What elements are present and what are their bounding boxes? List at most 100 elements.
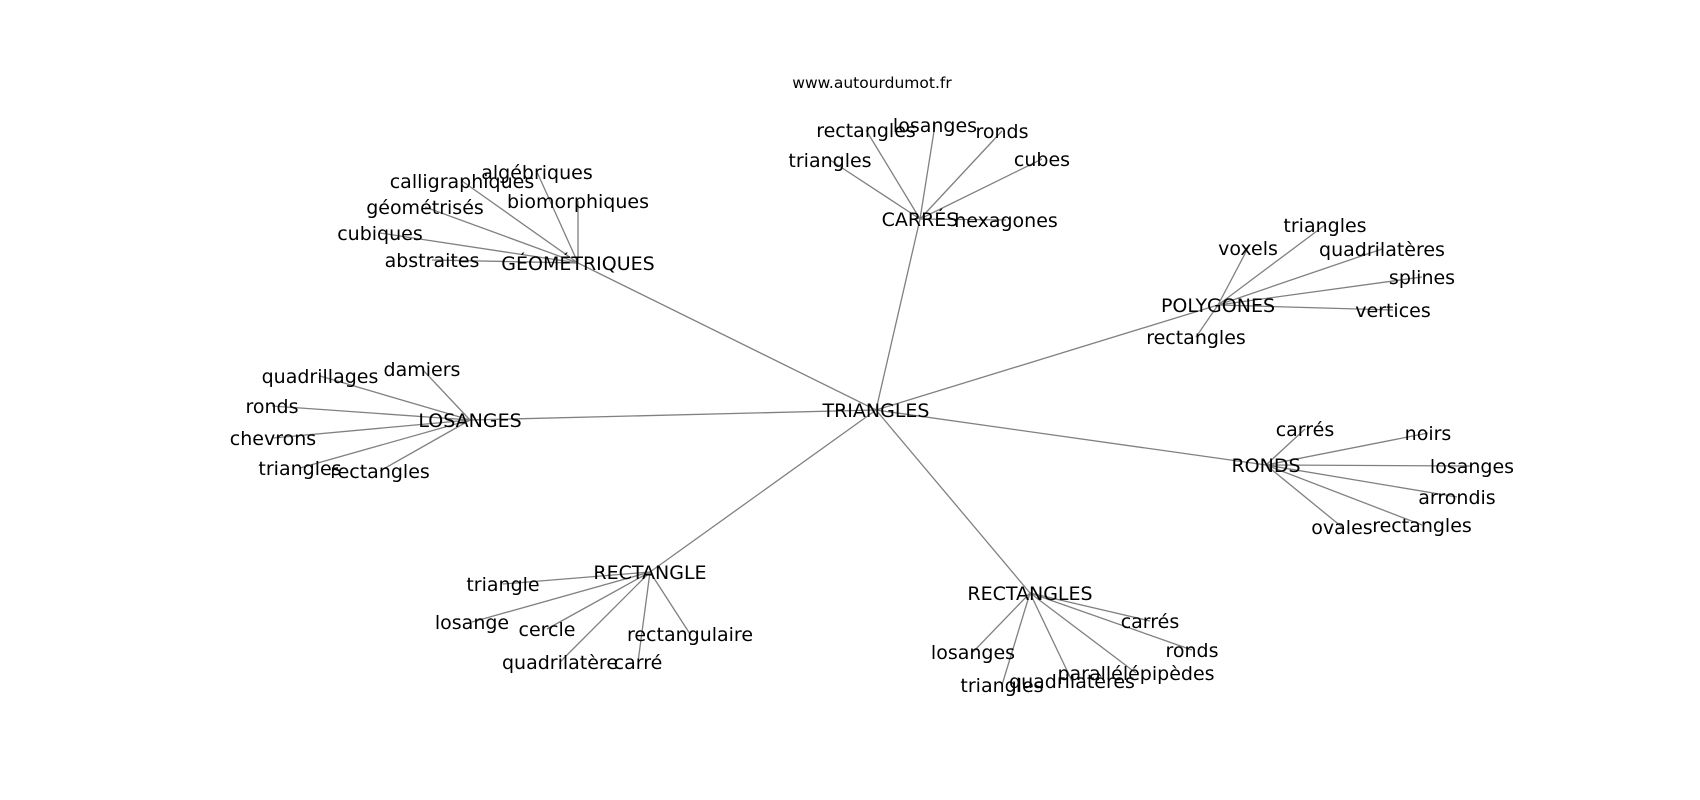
- graph-edge: [272, 419, 471, 439]
- graph-edge: [379, 419, 471, 472]
- graph-edge: [1029, 592, 1073, 682]
- leaf-node-label: quadrillages: [262, 366, 379, 388]
- leaf-node-label: cercle: [519, 619, 576, 641]
- hub-node-label: LOSANGES: [418, 410, 521, 432]
- graph-edge: [649, 409, 877, 573]
- graph-edge: [577, 262, 877, 411]
- leaf-node-label: triangles: [258, 458, 341, 480]
- graph-edge: [875, 218, 921, 411]
- hub-node-label: POLYGONES: [1161, 295, 1275, 317]
- hub-node-label: CARRÉS: [882, 208, 959, 231]
- leaf-node-label: quadrilatères: [1319, 239, 1445, 261]
- graph-edge: [1265, 464, 1343, 528]
- leaf-node-label: losanges: [893, 115, 977, 137]
- leaf-node-label: splines: [1389, 267, 1455, 289]
- graph-edge: [431, 259, 579, 264]
- graph-edge: [1265, 464, 1423, 526]
- graph-edge: [875, 409, 1031, 594]
- graph-edge: [1217, 247, 1249, 306]
- hub-node-label: RONDS: [1231, 455, 1300, 477]
- leaf-node-label: cubiques: [337, 223, 423, 245]
- graph-edge: [919, 158, 1043, 220]
- hub-node-label: RECTANGLES: [967, 583, 1092, 605]
- leaf-node-label: rectangles: [1372, 515, 1472, 537]
- leaf-node-label: losange: [435, 612, 509, 634]
- leaf-node-label: carrés: [1276, 419, 1335, 441]
- graph-edge: [919, 218, 1007, 221]
- leaf-node-label: parallélépipèdes: [1057, 663, 1214, 685]
- leaf-node-label: géométrisés: [366, 197, 484, 219]
- leaf-node-label: noirs: [1405, 423, 1452, 445]
- graph-edge: [424, 206, 579, 264]
- leaf-node-label: losanges: [931, 642, 1015, 664]
- source-attribution: www.autourdumot.fr: [792, 74, 952, 92]
- graph-edge: [1265, 432, 1429, 466]
- graph-edge: [469, 409, 877, 421]
- graph-edge: [829, 159, 921, 220]
- leaf-node-label: vertices: [1355, 300, 1431, 322]
- graph-edge: [319, 375, 471, 421]
- leaf-node-label: carrés: [1121, 611, 1180, 633]
- graph-edge: [1029, 592, 1151, 622]
- graph-edge: [1029, 592, 1193, 651]
- graph-edge: [546, 571, 651, 630]
- leaf-node-label: hexagones: [954, 210, 1058, 232]
- graph-edge: [865, 129, 921, 220]
- graph-edge: [421, 368, 471, 421]
- leaf-node-label: algébriques: [481, 162, 593, 184]
- graph-edge: [271, 405, 471, 421]
- graph-edge: [559, 571, 651, 663]
- leaf-node-label: triangles: [960, 675, 1043, 697]
- leaf-node-label: ronds: [245, 396, 298, 418]
- leaf-node-label: biomorphiques: [507, 191, 649, 213]
- graph-edge: [1029, 592, 1137, 674]
- leaf-node-label: triangle: [466, 574, 539, 596]
- graph-edge: [379, 232, 579, 264]
- graph-edge: [1001, 592, 1031, 686]
- leaf-node-label: voxels: [1218, 238, 1278, 260]
- leaf-node-label: rectangles: [330, 461, 430, 483]
- graph-edge: [461, 180, 579, 264]
- graph-edge: [502, 571, 651, 585]
- graph-edge: [919, 130, 1003, 220]
- leaf-node-label: ronds: [1165, 640, 1218, 662]
- leaf-node-label: quadrilatère: [502, 652, 618, 674]
- graph-labels: www.autourdumot.fr TRIANGLES GÉOMÉTRIQUES…: [230, 74, 1514, 697]
- graph-edge: [875, 409, 1267, 466]
- graph-edge: [649, 571, 691, 635]
- graph-edge: [1217, 276, 1423, 306]
- leaf-node-label: triangles: [788, 150, 871, 172]
- leaf-node-label: cubes: [1014, 149, 1070, 171]
- graph-edge: [637, 571, 651, 663]
- graph-edges: [271, 124, 1473, 686]
- leaf-node-label: arrondis: [1418, 487, 1495, 509]
- leaf-node-label: rectangles: [816, 120, 916, 142]
- graph-edge: [919, 124, 936, 220]
- graph-edge: [536, 171, 579, 264]
- graph-edge: [1217, 248, 1383, 306]
- leaf-node-label: calligraphiques: [390, 171, 535, 193]
- leaf-node-label: quadrilatères: [1009, 671, 1135, 693]
- graph-edge: [972, 592, 1031, 653]
- graph-edge: [1217, 304, 1394, 311]
- leaf-node-label: ronds: [975, 121, 1028, 143]
- leaf-node-label: triangles: [1283, 215, 1366, 237]
- graph-edge: [1195, 304, 1219, 338]
- graph-edge: [299, 419, 471, 469]
- graph-edge: [875, 304, 1219, 411]
- graph-edge: [1265, 464, 1473, 467]
- graph-edge: [1265, 428, 1306, 466]
- hub-node-label: RECTANGLE: [593, 562, 706, 584]
- leaf-node-label: losanges: [1430, 456, 1514, 478]
- graph-edge: [471, 571, 651, 623]
- leaf-node-label: rectangulaire: [627, 624, 753, 646]
- leaf-node-label: carré: [614, 652, 663, 674]
- leaf-node-label: ovales: [1311, 517, 1372, 539]
- leaf-node-label: chevrons: [230, 428, 316, 450]
- graph-edge: [1217, 224, 1326, 306]
- hub-node-label: GÉOMÉTRIQUES: [501, 252, 654, 275]
- center-node-label: TRIANGLES: [822, 400, 930, 422]
- leaf-node-label: abstraites: [385, 250, 480, 272]
- leaf-node-label: rectangles: [1146, 327, 1246, 349]
